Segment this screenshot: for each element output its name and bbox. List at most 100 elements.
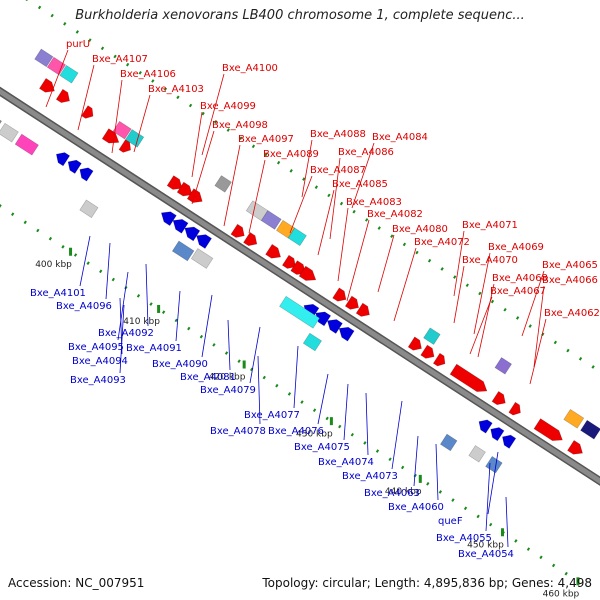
genome-summary-text: Topology: circular; Length: 4,895,836 bp… [262,576,592,590]
tick-label: 440 kbp [385,487,422,497]
forward-feature [287,227,307,247]
forward-gene [55,88,70,103]
forward-feature [580,419,600,440]
forward-gene-label: Bxe_A4085 [332,179,388,190]
forward-gene-label: Bxe_A4071 [462,220,518,231]
forward-gene-label: Bxe_A4084 [372,132,428,143]
reverse-feature [302,332,322,352]
forward-guide [25,0,600,374]
forward-leader-line [453,230,465,297]
reverse-leader-line [413,435,419,487]
forward-feature [214,175,232,193]
reverse-gene [327,319,343,334]
reverse-leader-line [343,383,349,441]
forward-gene-label: Bxe_A4068 [492,273,548,284]
forward-gene [508,401,521,416]
reverse-gene-label: Bxe_A4101 [30,288,86,299]
forward-feature [125,129,145,148]
tick-label: 410 kbp [123,317,160,327]
forward-leader-line [393,247,417,322]
reverse-gene-label: Bxe_A4060 [388,502,444,513]
reverse-feature [439,433,458,452]
forward-gene-label: Bxe_A4072 [414,237,470,248]
forward-leader-line [191,111,203,178]
forward-leader-line [521,270,545,337]
reverse-leader-line [175,290,181,342]
reverse-leader-line [79,235,91,287]
tick-mark [500,528,504,537]
forward-gene [118,139,131,153]
forward-gene-label: Bxe_A4089 [263,149,319,160]
forward-leader-line [473,252,491,335]
reverse-gene [490,427,505,442]
accession-text: Accession: NC_007951 [8,576,145,590]
forward-gene-label: Bxe_A4062 [544,308,600,319]
reverse-leader-line [317,373,329,425]
forward-leader-line [351,142,375,209]
forward-feature [423,327,441,345]
forward-gene [407,336,422,351]
reverse-gene [67,159,82,174]
forward-gene-label: Bxe_A4087 [310,165,366,176]
forward-gene [166,175,183,190]
reverse-feature [279,295,321,329]
reverse-gene-label: Bxe_A4081 [180,372,236,383]
forward-gene [298,265,317,281]
reverse-feature [0,119,2,125]
reverse-leader-line [117,271,129,341]
reverse-leader-line [485,462,491,532]
reverse-gene-label: Bxe_A4093 [70,375,126,386]
reverse-gene [478,419,493,434]
reverse-leader-line [201,294,213,358]
forward-gene-label: Bxe_A4069 [488,242,544,253]
forward-leader-line [111,79,123,154]
reverse-gene-label: Bxe_A4079 [200,385,256,396]
reverse-feature [79,199,99,219]
forward-gene-label: Bxe_A4083 [346,197,402,208]
forward-gene [355,302,370,317]
forward-gene-label: Bxe_A4097 [238,134,294,145]
forward-feature [494,357,512,375]
tick-mark [157,304,161,313]
reverse-leader-line [391,400,403,470]
forward-gene [243,231,258,247]
reverse-gene-label: Bxe_A4095 [68,342,124,353]
reverse-gene-label: Bxe_A4074 [318,457,374,468]
tick-mark [242,360,246,369]
reverse-leader-line [249,326,261,384]
reverse-gene [196,234,212,249]
tick-label: 460 kbp [543,589,580,599]
forward-leader-line [301,139,313,198]
forward-leader-line [317,189,335,256]
reverse-feature [171,240,195,262]
forward-gene [230,223,245,238]
forward-gene [344,295,359,310]
forward-gene [332,287,347,302]
backbone [0,88,600,485]
reverse-gene-label: Bxe_A4094 [72,356,128,367]
forward-leader-line [45,49,69,108]
tick-label: 400 kbp [35,260,72,270]
forward-gene [265,243,281,259]
forward-gene-label: Bxe_A4082 [367,209,423,220]
forward-gene-label: Bxe_A4099 [200,101,256,112]
reverse-gene [79,167,94,182]
reverse-feature [0,122,19,143]
reverse-gene-label: queF [438,516,463,527]
tick-label: 430 kbp [296,429,333,439]
forward-leader-line [377,234,395,293]
reverse-gene [338,326,355,342]
reverse-leader-line [145,263,149,327]
forward-gene [281,254,297,269]
forward-gene-label: Bxe_A4098 [212,120,268,131]
reverse-gene [55,152,71,167]
forward-gene [491,390,506,406]
forward-gene [533,418,563,441]
forward-leader-line [533,285,545,368]
forward-leader-line [346,219,370,302]
forward-leader-line [289,175,313,234]
reverse-gene-label: Bxe_A4090 [152,359,208,370]
forward-leader-line [337,207,349,282]
reverse-leader-line [505,496,509,548]
